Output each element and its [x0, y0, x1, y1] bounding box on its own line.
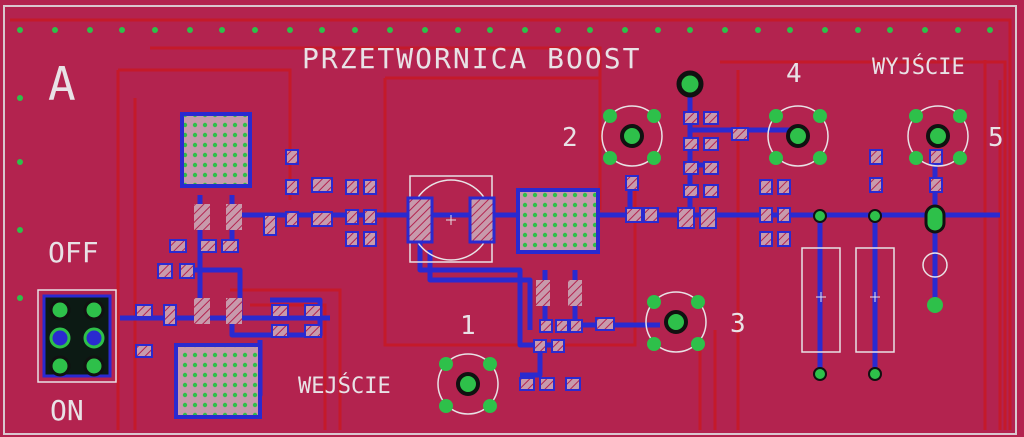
test-point-1-label: 1	[460, 311, 476, 341]
test-point-2-label: 2	[562, 123, 578, 153]
test-point-5-pad	[907, 105, 969, 167]
test-point-3-pad	[645, 291, 707, 353]
through-hole-vias	[813, 209, 882, 381]
switch-on-label: ON	[50, 394, 84, 427]
output-label: WYJŚCIE	[872, 54, 965, 80]
switch-off-label: OFF	[48, 236, 99, 269]
smd-passives	[135, 111, 943, 391]
resistor-r-right	[855, 247, 895, 353]
via-top	[676, 70, 704, 98]
left-via-column	[17, 95, 23, 301]
board-outline	[3, 5, 1017, 435]
test-point-5-label: 5	[988, 123, 1004, 153]
input-label: WEJŚCIE	[298, 373, 391, 399]
resistor-r-left	[801, 247, 841, 353]
power-switch-footprint	[37, 289, 117, 383]
power-mosfet	[516, 188, 600, 306]
top-layer-traces	[10, 18, 1012, 430]
board-title: PRZETWORNICA BOOST	[302, 42, 641, 75]
smd-regulator-top-left	[180, 112, 252, 230]
top-via-row	[17, 27, 993, 33]
test-point-4-label: 4	[786, 59, 802, 89]
smd-regulator-bottom-left	[174, 298, 262, 419]
test-point-3-label: 3	[730, 309, 746, 339]
test-point-1-pad	[437, 353, 499, 415]
corner-label: A	[48, 57, 76, 111]
test-point-4-pad	[767, 105, 829, 167]
test-point-2-pad	[601, 105, 663, 167]
inductor-l1	[406, 175, 496, 263]
led-output	[922, 204, 948, 313]
